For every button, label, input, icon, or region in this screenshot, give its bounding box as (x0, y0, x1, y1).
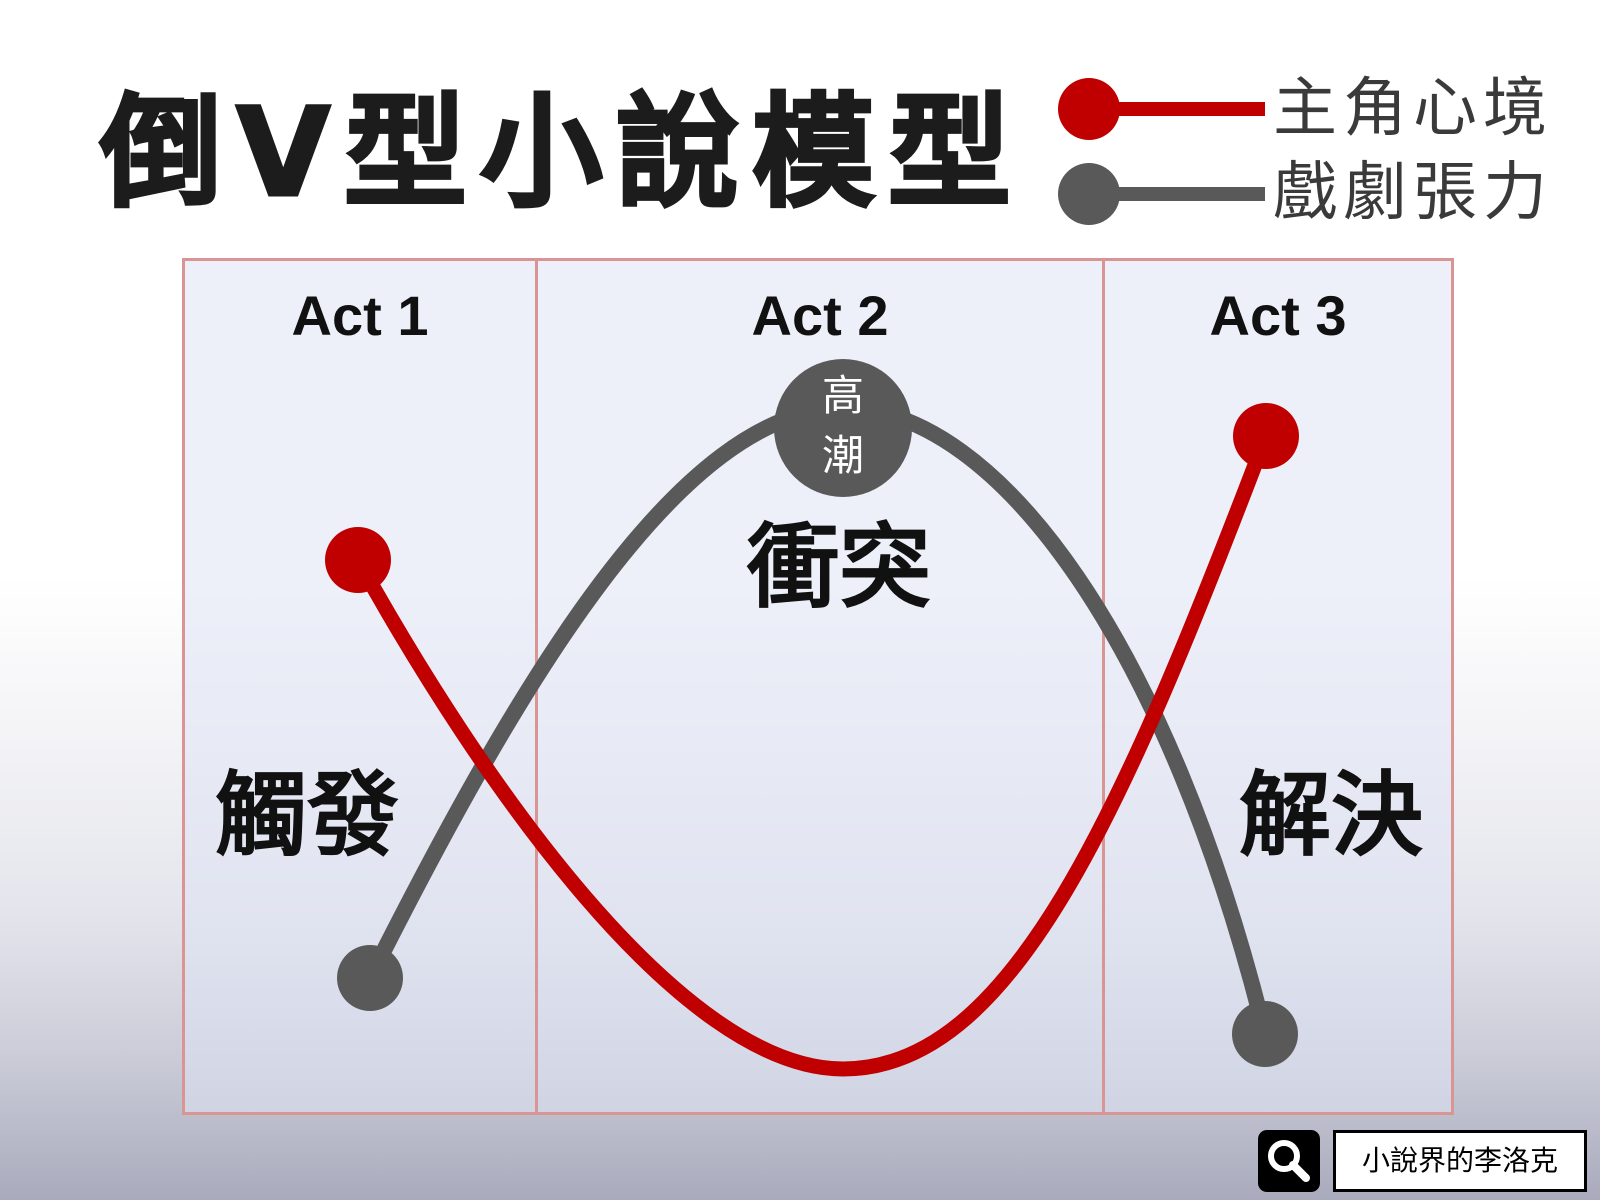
act-1-label: Act 1 (291, 284, 429, 347)
search-icon (1268, 1140, 1310, 1182)
act-2-label: Act 2 (751, 284, 889, 347)
legend-tension-marker (1058, 163, 1120, 225)
resolution-label: 解決 (1238, 762, 1423, 869)
legend-tension-label: 戲劇張力 (1273, 156, 1553, 230)
conflict-label: 衝突 (746, 514, 931, 621)
climax-label: 高潮 (821, 371, 864, 480)
credit-text: 小說界的李洛克 (1333, 1130, 1587, 1192)
acts-frame: Act 1 Act 2 Act 3 (182, 258, 1454, 1115)
credit-logo (1258, 1130, 1320, 1192)
act-divider (535, 261, 538, 1112)
trigger-label: 觸發 (214, 762, 399, 869)
act-3-label: Act 3 (1209, 284, 1347, 347)
diagram-title: 倒V型小說模型 (98, 82, 1025, 224)
act-divider (1102, 261, 1105, 1112)
legend-protagonist-label: 主角心境 (1273, 72, 1553, 146)
legend-protagonist-marker (1058, 78, 1120, 140)
